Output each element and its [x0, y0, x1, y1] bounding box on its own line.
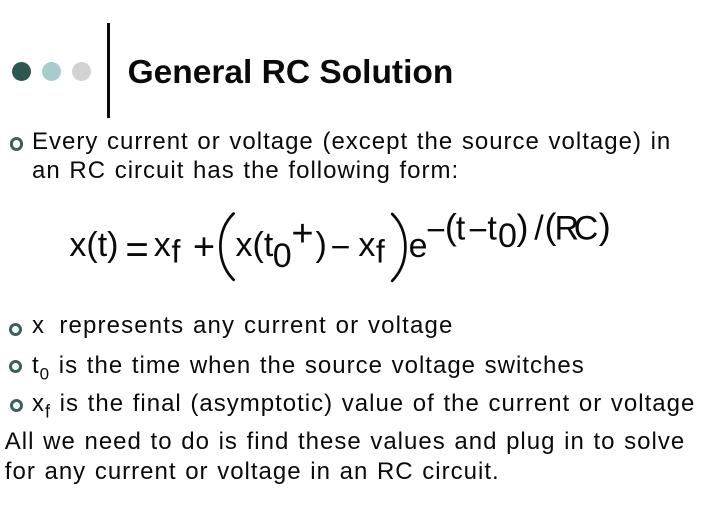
svg-text:t: t [456, 210, 466, 248]
svg-text:0: 0 [273, 237, 292, 275]
svg-text:t: t [487, 210, 497, 248]
svg-text:(: ( [545, 206, 557, 247]
svg-text:+: + [193, 227, 215, 269]
svg-text:x: x [358, 226, 375, 264]
svg-text:C: C [574, 210, 599, 248]
svg-text:e: e [409, 227, 428, 265]
svg-text:−: − [426, 212, 446, 250]
svg-text:x(t: x(t [236, 226, 274, 264]
svg-text:/: / [534, 210, 544, 248]
svg-text:f: f [172, 234, 181, 270]
svg-text:x: x [154, 226, 171, 264]
svg-text:0: 0 [498, 217, 517, 255]
svg-text:x(t): x(t) [69, 226, 118, 264]
svg-text:R: R [555, 210, 580, 248]
svg-text:+: + [291, 213, 313, 255]
svg-text:): ) [316, 226, 327, 264]
svg-text:): ) [599, 206, 611, 247]
svg-text:=: = [125, 228, 148, 272]
svg-text:−: − [331, 229, 351, 267]
svg-text:−: − [468, 212, 488, 250]
svg-text:): ) [517, 207, 529, 248]
svg-text:(: ( [445, 206, 457, 247]
svg-text:f: f [376, 234, 385, 270]
